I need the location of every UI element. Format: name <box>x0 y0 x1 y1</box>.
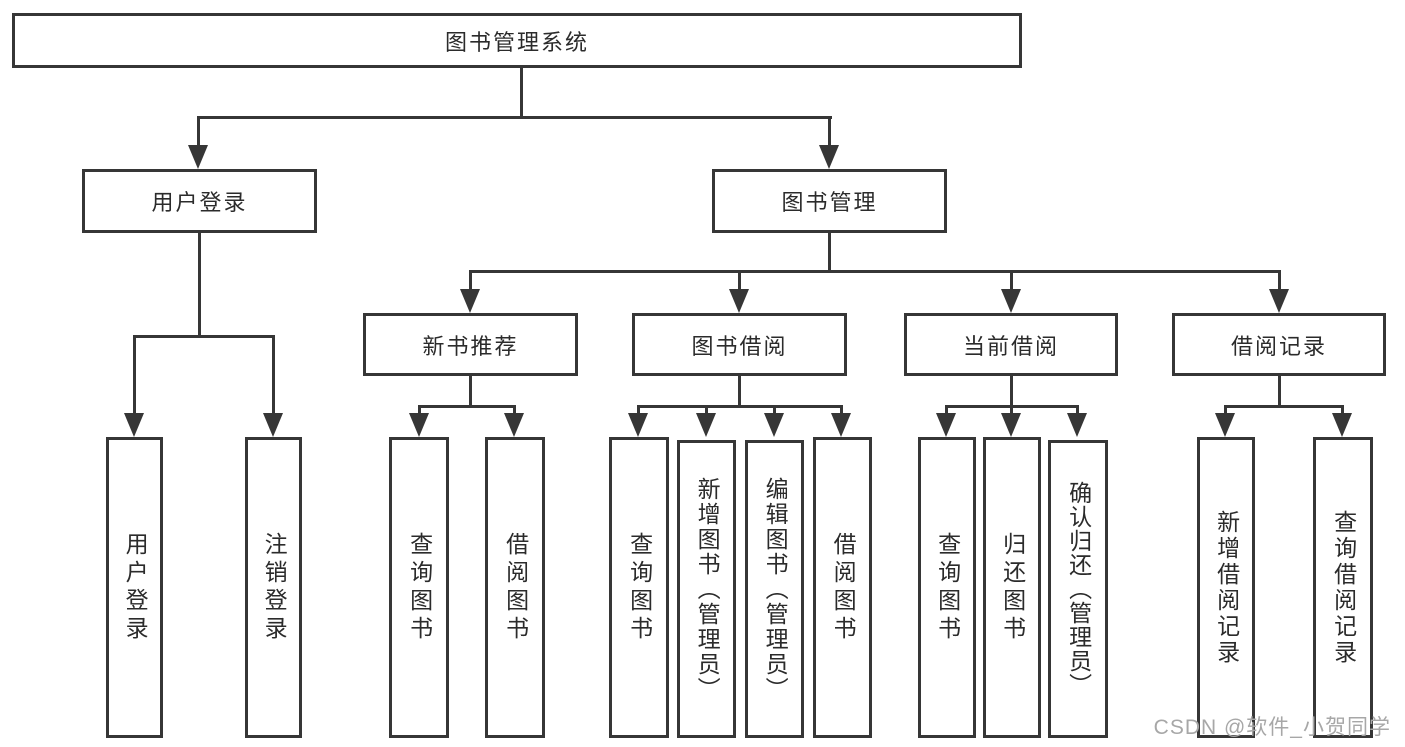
node-root: 图书管理系统 <box>12 13 1022 68</box>
connector-borrow-records-rail <box>1224 405 1344 408</box>
node-book-borrow-label: 图书借阅 <box>691 333 788 359</box>
leaf-borrow-books-1-label: 借阅图书 <box>502 531 529 644</box>
arrow-to-leaf-query-borrow-record <box>1332 413 1352 437</box>
leaf-logout-label: 注销登录 <box>261 531 288 644</box>
connector-new-book-stem <box>469 376 472 408</box>
node-new-book-recommend: 新书推荐 <box>363 313 578 376</box>
node-current-borrow-label: 当前借阅 <box>962 333 1059 359</box>
node-book-borrow: 图书借阅 <box>632 313 847 376</box>
connector-root-stem <box>520 68 523 118</box>
node-borrow-records-label: 借阅记录 <box>1230 333 1327 359</box>
leaf-query-books-1: 查询图书 <box>389 437 449 738</box>
arrow-to-leaf-logout <box>263 413 283 437</box>
leaf-add-borrow-record: 新增借阅记录 <box>1197 437 1255 738</box>
arrow-to-leaf-user-login <box>124 413 144 437</box>
connector-book-borrow-rail <box>637 405 843 408</box>
connector-drop-new-book <box>469 270 472 291</box>
leaf-borrow-books-2: 借阅图书 <box>813 437 872 738</box>
connector-book-borrow-stem <box>738 376 741 408</box>
arrow-to-borrow-records <box>1269 289 1289 313</box>
connector-drop-book-borrow <box>738 270 741 291</box>
node-book-management-label: 图书管理 <box>781 190 878 215</box>
leaf-query-books-1-label: 查询图书 <box>406 531 433 644</box>
arrow-to-leaf-borrow-books-2 <box>831 413 851 437</box>
connector-drop <box>705 405 708 417</box>
arrow-to-new-book <box>460 289 480 313</box>
connector-drop <box>945 405 948 417</box>
leaf-user-login-label: 用户登录 <box>122 531 149 644</box>
node-current-borrow: 当前借阅 <box>904 313 1118 376</box>
connector-drop <box>1224 405 1227 417</box>
arrow-to-leaf-query-books-1 <box>409 413 429 437</box>
connector-book-management-stem <box>828 233 831 273</box>
leaf-edit-books-admin-label: 编辑图书（管理员） <box>762 476 789 702</box>
node-book-management: 图书管理 <box>712 169 947 233</box>
connector-drop <box>1076 405 1079 417</box>
connector-drop <box>773 405 776 417</box>
arrow-to-leaf-query-books-2 <box>628 413 648 437</box>
arrow-to-leaf-return-books <box>1001 413 1021 437</box>
node-user-login-label: 用户登录 <box>151 190 248 215</box>
connector-borrow-records-stem <box>1278 376 1281 408</box>
leaf-query-books-3: 查询图书 <box>918 437 976 738</box>
node-user-login: 用户登录 <box>82 169 317 233</box>
arrow-to-leaf-add-borrow-record <box>1215 413 1235 437</box>
arrow-to-book-borrow <box>729 289 749 313</box>
connector-drop-leaf-logout <box>272 335 275 415</box>
arrow-to-leaf-add-books <box>696 413 716 437</box>
connector-drop <box>1010 405 1013 417</box>
connector-drop <box>418 405 421 417</box>
arrow-to-book-management <box>819 145 839 169</box>
connector-drop-user-login <box>197 116 200 148</box>
connector-drop-current-borrow <box>1010 270 1013 291</box>
leaf-query-books-2-label: 查询图书 <box>626 531 653 644</box>
leaf-user-login: 用户登录 <box>106 437 163 738</box>
node-root-label: 图书管理系统 <box>444 29 589 55</box>
leaf-add-books-admin-label: 新增图书（管理员） <box>694 476 721 702</box>
csdn-watermark: CSDN @软件_小贺同学 <box>1153 716 1391 739</box>
leaf-edit-books-admin: 编辑图书（管理员） <box>745 440 804 738</box>
node-new-book-recommend-label: 新书推荐 <box>422 333 519 359</box>
connector-user-login-rail <box>133 335 275 338</box>
leaf-borrow-books-1: 借阅图书 <box>485 437 545 738</box>
leaf-query-borrow-record-label: 查询借阅记录 <box>1330 509 1357 666</box>
leaf-query-books-3-label: 查询图书 <box>934 531 961 644</box>
connector-level1-rail <box>197 116 832 119</box>
leaf-add-books-admin: 新增图书（管理员） <box>677 440 736 738</box>
connector-drop <box>1341 405 1344 417</box>
node-borrow-records: 借阅记录 <box>1172 313 1386 376</box>
leaf-query-borrow-record: 查询借阅记录 <box>1313 437 1373 738</box>
connector-drop <box>840 405 843 417</box>
leaf-return-books-label: 归还图书 <box>999 531 1026 644</box>
arrow-to-leaf-query-books-3 <box>936 413 956 437</box>
connector-drop-book-management <box>828 116 831 148</box>
connector-drop-leaf-user-login <box>133 335 136 415</box>
leaf-query-books-2: 查询图书 <box>609 437 669 738</box>
leaf-add-borrow-record-label: 新增借阅记录 <box>1213 509 1240 666</box>
connector-drop <box>637 405 640 417</box>
leaf-confirm-return-admin: 确认归还（管理员） <box>1048 440 1108 738</box>
arrow-to-leaf-borrow-books-1 <box>504 413 524 437</box>
connector-drop <box>513 405 516 417</box>
leaf-confirm-return-admin-label: 确认归还（管理员） <box>1065 481 1092 697</box>
arrow-to-user-login <box>188 145 208 169</box>
connector-new-book-rail <box>418 405 516 408</box>
leaf-return-books: 归还图书 <box>983 437 1041 738</box>
connector-drop-borrow-records <box>1278 270 1281 291</box>
arrow-to-current-borrow <box>1001 289 1021 313</box>
leaf-logout: 注销登录 <box>245 437 302 738</box>
arrow-to-leaf-confirm-return <box>1067 413 1087 437</box>
connector-user-login-stem <box>198 233 201 337</box>
leaf-borrow-books-2-label: 借阅图书 <box>830 531 857 644</box>
connector-level2-rail <box>469 270 1281 273</box>
connector-current-borrow-stem <box>1010 376 1013 408</box>
arrow-to-leaf-edit-books <box>764 413 784 437</box>
